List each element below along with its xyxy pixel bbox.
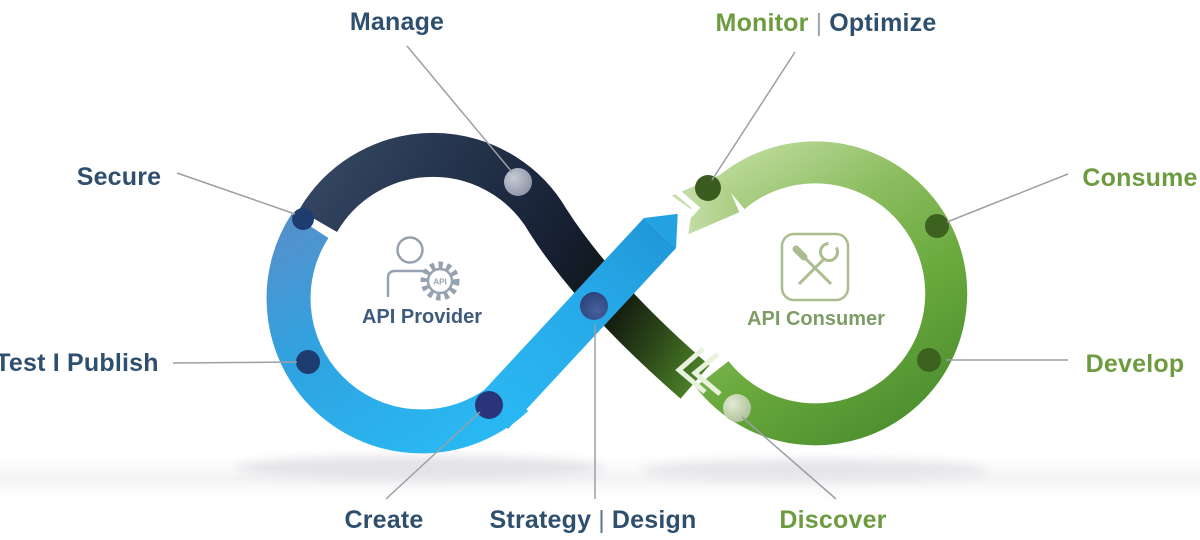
node-dot-secure [292,208,314,230]
person-body-icon [386,269,428,297]
stage-label-test-publish-text: Test I Publish [0,349,159,377]
stage-label-design-text: Design [611,506,697,534]
node-dot-strategy-design [580,292,608,320]
stage-label-strategy-design: Strategy|Design [490,506,697,535]
api-provider-label: API Provider [361,306,483,328]
blue-ribbon-ring [266,214,529,454]
leader-line-create [385,411,481,500]
top-seam-chevron [671,185,701,234]
stage-label-strategy-text: Strategy [489,506,592,534]
leader-line-manage [406,45,513,173]
blue-ribbon-diagonal [475,218,677,429]
green-seam-chevron-1 [675,347,707,394]
leader-line-test [172,361,298,364]
screwdriver-shaft-icon [802,255,833,286]
stage-label-develop-text: Develop [1085,350,1185,378]
stage-label-create-text: Create [344,506,424,534]
stage-label-consume-text: Consume [1082,164,1198,192]
stage-label-create: Create [344,506,423,535]
api-provider-icon: API [386,236,460,301]
api-consumer-icon [780,232,850,302]
green-seam-chevron-2 [691,352,722,396]
right-loop-shadow [640,459,990,481]
stage-label-monitor-optimize: Monitor|Optimize [716,9,937,38]
green-ribbon-ring [695,141,968,446]
node-dot-develop [917,348,941,372]
node-dot-test-publish [296,350,320,374]
gear-ring-icon [426,267,454,295]
leader-line-consume [946,173,1069,223]
tools-box-icon [780,232,850,302]
stage-label-secure-text: Secure [76,163,162,191]
floor-shadow-band [0,450,1200,508]
node-dot-create [475,391,503,419]
leader-line-discover [741,416,837,500]
leader-lines [172,45,1069,500]
green-ribbon-entry [671,173,740,235]
person-head-icon [396,236,424,264]
stage-label-manage: Manage [350,8,444,37]
leader-line-secure [176,172,296,215]
stage-label-secure: Secure [77,163,162,192]
stage-label-monitor-text: Monitor [715,9,809,37]
node-dot-discover [723,394,751,422]
stage-label-consume: Consume [1082,164,1197,193]
stage-label-test-publish: Test I Publish [0,349,159,378]
node-dot-monitor-optimize [695,175,721,201]
stage-label-manage-text: Manage [349,8,445,36]
wrench-shaft-icon [797,257,826,286]
api-consumer-label: API Consumer [747,308,885,330]
stage-label-develop: Develop [1086,350,1185,379]
stage-label-strategy-separator: | [598,506,605,534]
wrench-notch [827,236,842,250]
stage-label-discover: Discover [779,506,886,535]
leader-line-monitor [711,51,796,181]
node-dot-manage [504,168,532,196]
stage-label-optimize-text: Optimize [829,9,937,37]
screwdriver-handle-icon [792,245,808,261]
node-dot-consume [925,214,949,238]
gear-api-text: API [433,278,446,287]
stage-label-monitor-separator: | [815,9,823,37]
blue-arrow-head [643,213,678,248]
stage-label-discover-text: Discover [779,506,887,534]
